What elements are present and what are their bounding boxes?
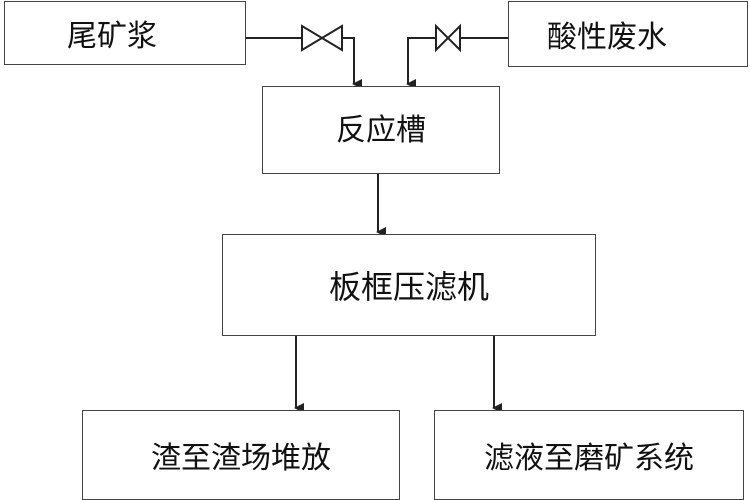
node-label: 滤液至磨矿系统 — [484, 441, 694, 476]
pipe-tailings-to-reactor — [246, 37, 362, 89]
node-slag-output: 渣至渣场堆放 — [82, 410, 400, 500]
node-filter-press: 板框压滤机 — [222, 234, 596, 336]
node-label: 板框压滤机 — [328, 268, 489, 306]
node-label: 反应槽 — [336, 113, 426, 148]
node-label: 酸性废水 — [547, 20, 667, 55]
valve-icon — [435, 23, 461, 53]
node-label: 渣至渣场堆放 — [151, 441, 331, 476]
valve-icon — [301, 24, 343, 52]
node-tailings-slurry: 尾矿浆 — [4, 1, 246, 65]
node-reaction-tank: 反应槽 — [262, 86, 500, 174]
node-filtrate-output: 滤液至磨矿系统 — [434, 410, 744, 500]
pipe-acid-to-reactor — [406, 37, 508, 89]
node-label: 尾矿浆 — [67, 19, 157, 54]
node-acid-wastewater: 酸性废水 — [508, 1, 748, 67]
